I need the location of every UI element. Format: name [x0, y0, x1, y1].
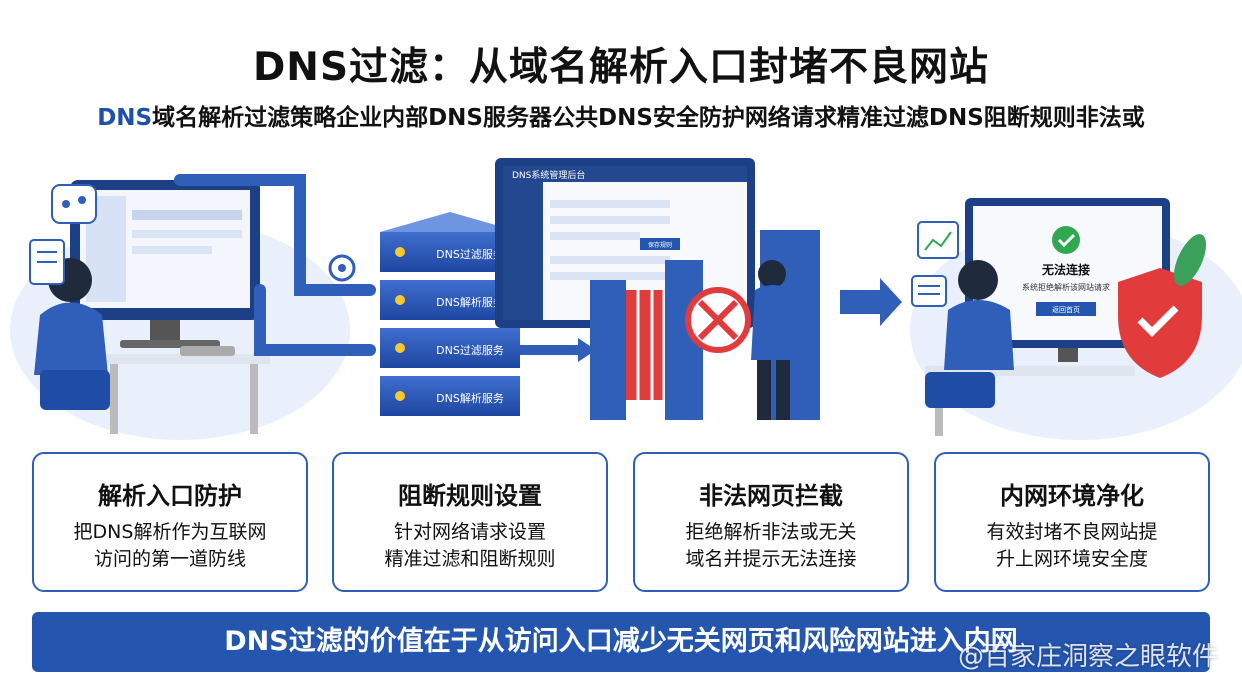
subtitle-text: 域名解析过滤策略企业内部DNS服务器公共DNS安全防护网络请求精准过滤DNS阻断… [152, 105, 1145, 131]
card-desc: 有效封堵不良网站提 [986, 521, 1158, 543]
server-label: DNS过滤服务 [436, 344, 504, 357]
card-desc: 精准过滤和阻断规则 [384, 548, 556, 570]
card-desc: 拒绝解析非法或无关 [685, 521, 857, 543]
summary-banner: DNS过滤的价值在于从访问入口减少无关网页和风险网站进入内网 [32, 612, 1210, 672]
server-label: DNS解析服务 [436, 391, 504, 405]
feature-card: 阻断规则设置 针对网络请求设置精准过滤和阻断规则 [332, 452, 608, 592]
document-icon [29, 239, 65, 285]
right-arrow-icon [840, 278, 902, 326]
location-pin-icon [328, 254, 356, 282]
shield-check-icon [1118, 268, 1202, 378]
feature-card: 内网环境净化 有效封堵不良网站提升上网环境安全度 [934, 452, 1210, 592]
blocked-message: 系统拒绝解析该网站请求 [1022, 282, 1110, 292]
chat-bubble-icon [51, 184, 97, 224]
server-label: DNS过滤服务 [436, 248, 504, 261]
card-title: 阻断规则设置 [398, 482, 542, 510]
watermark: @百家庄洞察之眼软件 [957, 642, 1218, 672]
dashboard-save-button: 保存规则 [648, 241, 672, 249]
feature-card: 解析入口防护 把DNS解析作为互联网访问的第一道防线 [32, 452, 308, 592]
blocked-home-button: 返回首页 [1052, 305, 1080, 314]
card-desc: 针对网络请求设置 [393, 521, 546, 543]
chart-card-icon [917, 221, 959, 259]
page-title: DNS过滤：从域名解析入口封堵不良网站 [252, 45, 990, 90]
dashboard-title: DNS系统管理后台 [512, 169, 585, 181]
left-user-scene [29, 180, 270, 434]
card-desc: 访问的第一道防线 [93, 548, 246, 570]
right-user-scene: 无法连接 系统拒绝解析该网站请求 返回首页 [911, 198, 1207, 436]
page-subtitle: DNS域名解析过滤策略企业内部DNS服务器公共DNS安全防护网络请求精准过滤DN… [0, 98, 1242, 132]
check-icon [1052, 226, 1080, 254]
card-desc: 域名并提示无法连接 [685, 548, 857, 570]
card-desc: 把DNS解析作为互联网 [73, 521, 267, 543]
document-icon [911, 275, 947, 307]
card-title: 内网环境净化 [1000, 482, 1144, 510]
server-label: DNS解析服务 [436, 295, 504, 309]
block-icon [685, 287, 751, 353]
plant-decoration [1173, 234, 1207, 286]
card-desc: 升上网环境安全度 [995, 548, 1148, 570]
subtitle-dns: DNS [97, 105, 153, 131]
feature-card: 非法网页拦截 拒绝解析非法或无关域名并提示无法连接 [633, 452, 909, 592]
firewall-gate [590, 230, 820, 420]
card-title: 解析入口防护 [98, 482, 242, 510]
card-title: 非法网页拦截 [699, 482, 843, 510]
illustration: DNS过滤服务 DNS解析服务 DNS过滤服务 DNS解析服务 DNS系统管理后… [10, 158, 1242, 440]
blocked-title: 无法连接 [1041, 262, 1090, 277]
